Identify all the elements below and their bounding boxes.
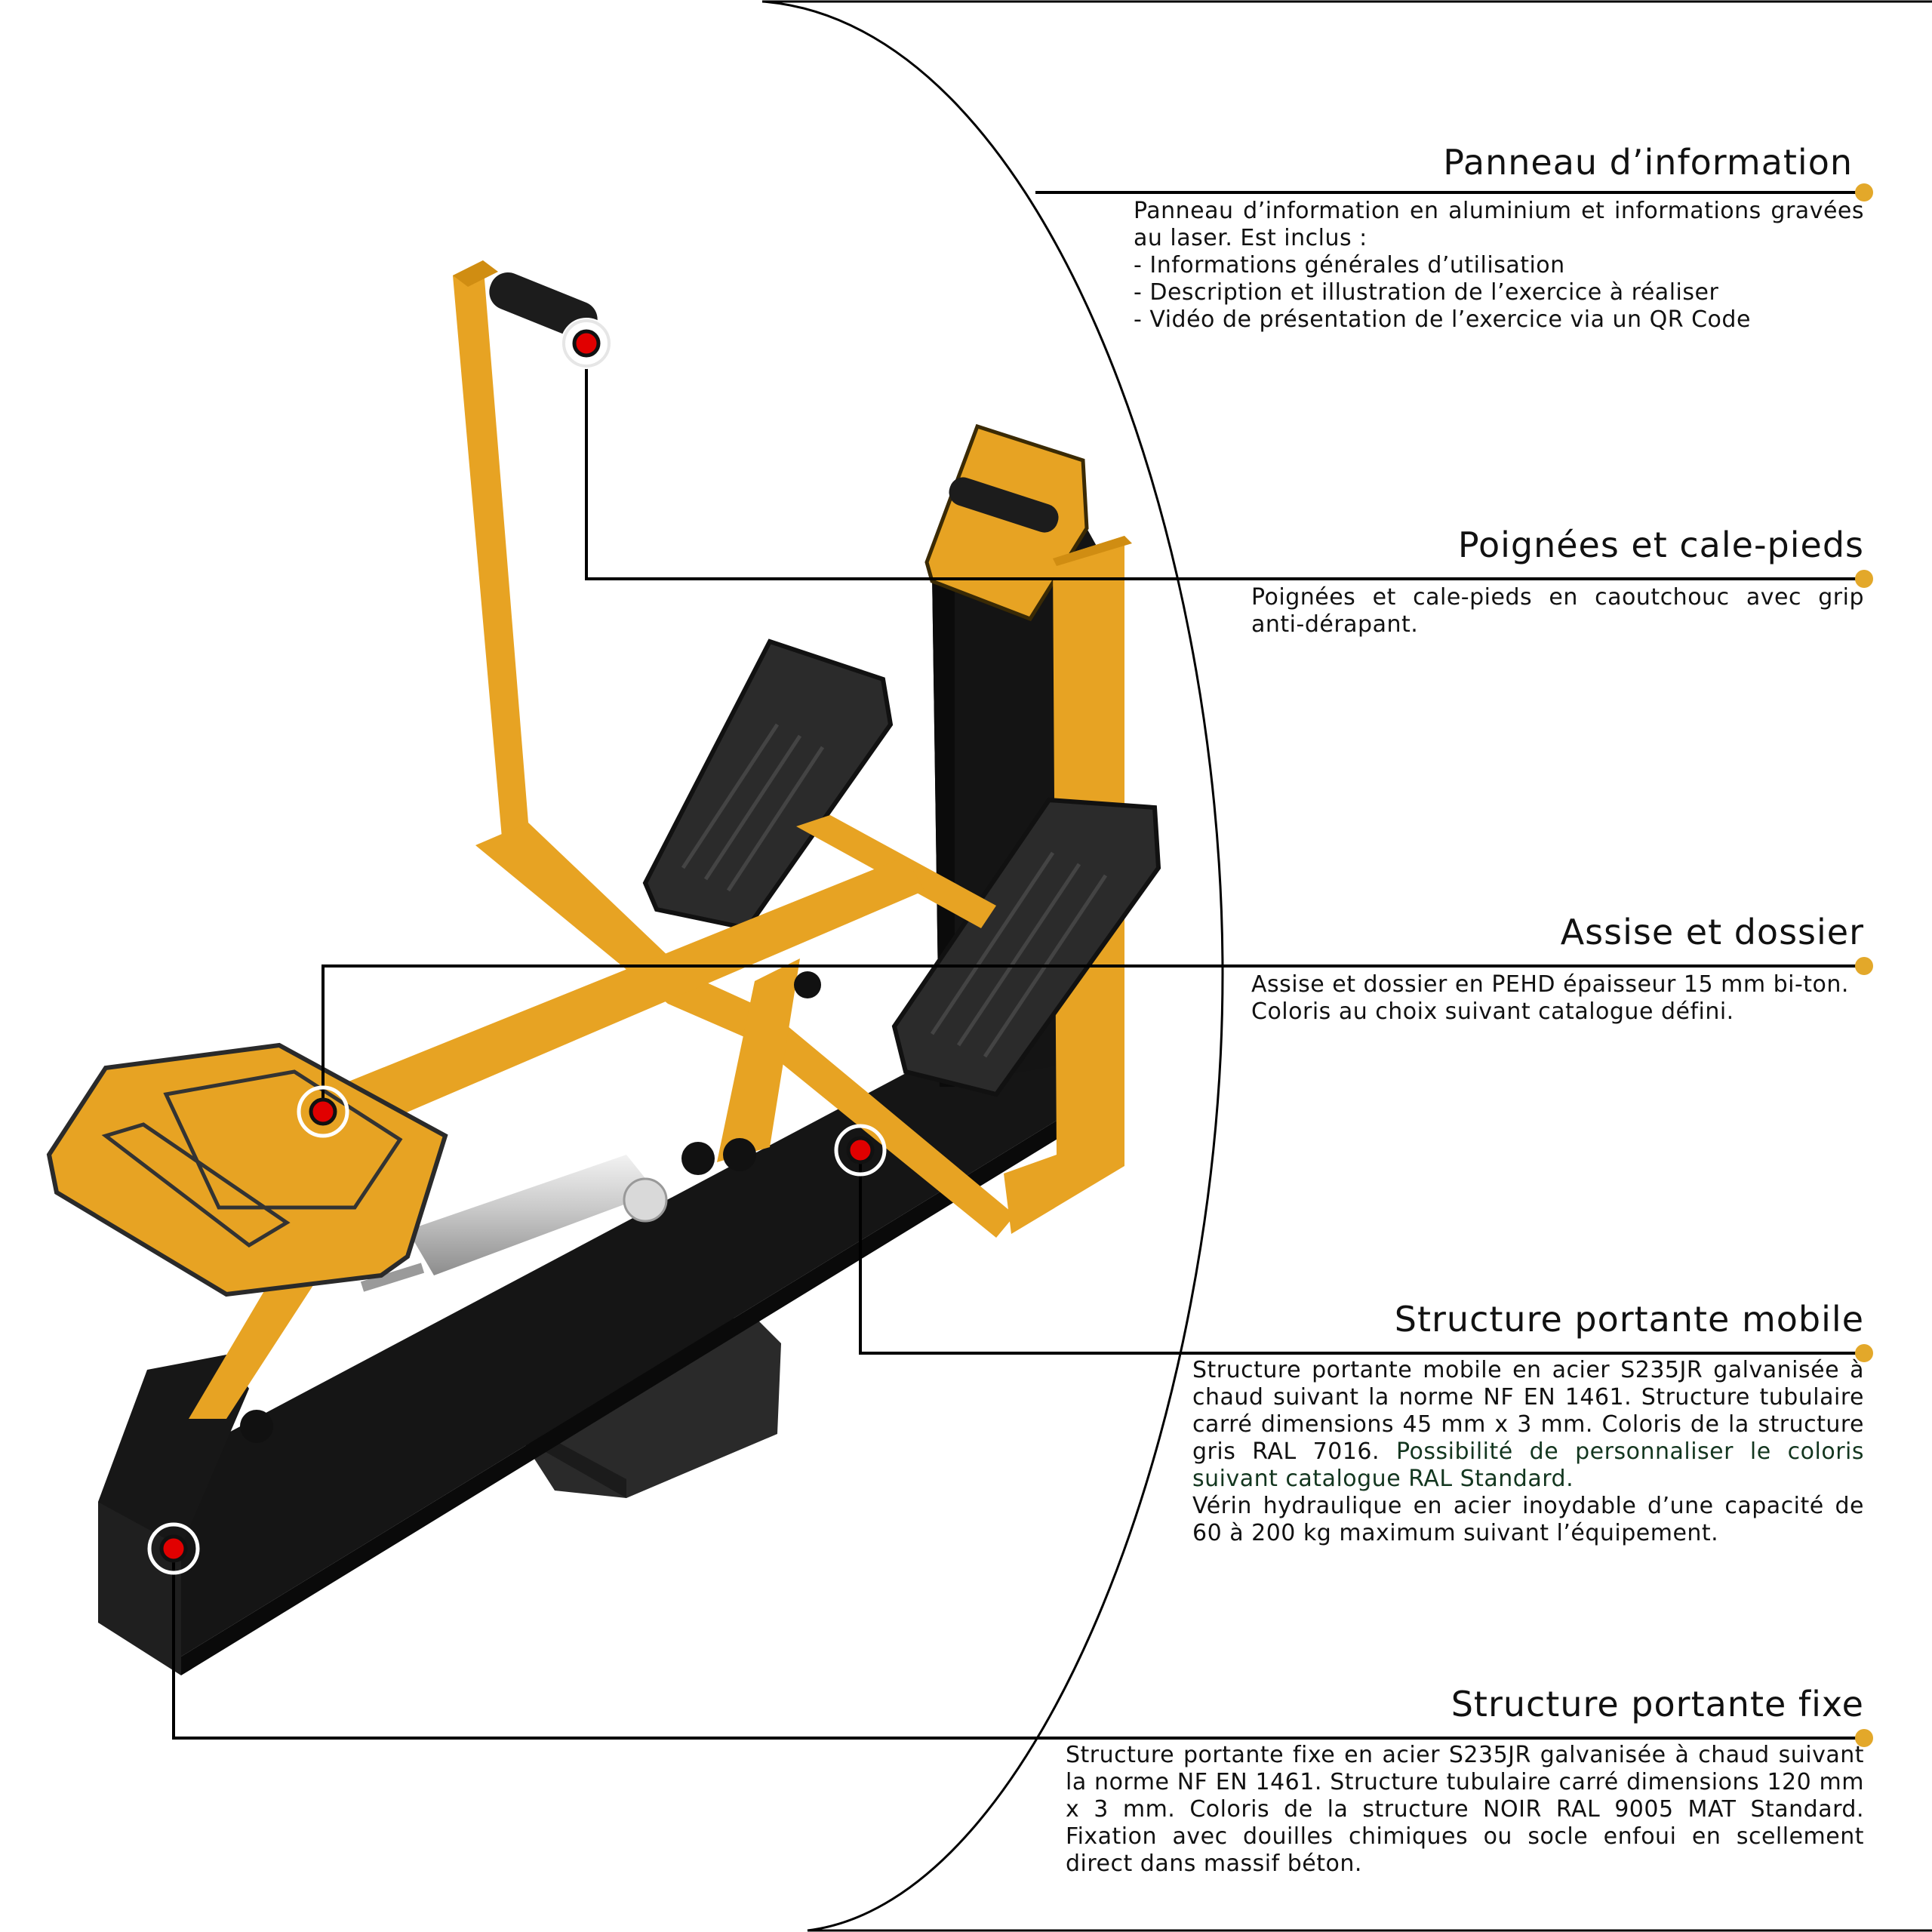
- title-seat: Assise et dossier: [1560, 912, 1864, 952]
- desc-line: Structure portante fixe en acier S235JR …: [1066, 1742, 1864, 1877]
- marker-fixed-structure: [147, 1522, 200, 1575]
- title-handles: Poignées et cale-pieds: [1457, 525, 1864, 565]
- desc-info-panel: Panneau d’information en aluminium et in…: [1134, 198, 1864, 334]
- seat-arm: [317, 857, 924, 1140]
- swing-arm: [189, 1253, 325, 1419]
- desc-line: - Informations générales d’utilisation: [1134, 252, 1565, 278]
- desc-text: Vérin hydraulique en acier inoydable d’u…: [1192, 1493, 1864, 1546]
- desc-line: - Vidéo de présentation de l’exercice vi…: [1134, 306, 1751, 333]
- callout-dot: [1855, 1729, 1873, 1747]
- title-mobile-structure: Structure portante mobile: [1394, 1299, 1864, 1340]
- callout-dot: [1855, 570, 1873, 588]
- title-info-panel: Panneau d’information: [1443, 142, 1853, 183]
- pivot-knob: [240, 1410, 273, 1443]
- marker-handle: [561, 318, 612, 369]
- handle-frame-left: [453, 260, 528, 838]
- desc-seat: Assise et dossier en PEHD épaisseur 15 m…: [1251, 971, 1864, 1026]
- desc-line: Poignées et cale-pieds en caoutchouc ave…: [1251, 584, 1864, 638]
- desc-text: Structure portante mobile en acier S235J…: [1192, 1357, 1864, 1465]
- callout-dot: [1855, 183, 1873, 202]
- desc-handles: Poignées et cale-pieds en caoutchouc ave…: [1251, 584, 1864, 638]
- desc-highlight: Possibilité de personnaliser le coloris …: [1192, 1438, 1864, 1492]
- marker-mobile-structure: [834, 1124, 887, 1177]
- fixed-beam: [98, 1045, 1106, 1657]
- callout-line-seat: [321, 964, 1864, 1112]
- marker-seat: [297, 1085, 349, 1138]
- foot-pedal-right: [891, 797, 1161, 1097]
- callout-line-mobile: [859, 1150, 1864, 1355]
- desc-line: Coloris au choix suivant catalogue défin…: [1251, 998, 1734, 1025]
- divider-arc: [761, 0, 1932, 1932]
- desc-mobile-structure: Structure portante mobile en acier S235J…: [1192, 1357, 1864, 1547]
- callout-line-handles: [585, 343, 1864, 580]
- rear-handle: [949, 477, 1059, 533]
- callout-dot: [1855, 1344, 1873, 1362]
- desc-line: Assise et dossier en PEHD épaisseur 15 m…: [1251, 971, 1849, 998]
- hydraulic-cylinder: [408, 1155, 657, 1275]
- desc-fixed-structure: Structure portante fixe en acier S235JR …: [1066, 1742, 1864, 1878]
- front-handle: [489, 272, 598, 340]
- callout-dot: [1855, 957, 1873, 975]
- callout-line-fixed: [172, 1549, 1864, 1740]
- desc-line: - Description et illustration de l’exerc…: [1134, 279, 1719, 306]
- desc-line: Panneau d’information en aluminium et in…: [1134, 198, 1864, 251]
- title-fixed-structure: Structure portante fixe: [1451, 1684, 1864, 1724]
- info-panel: [924, 423, 1089, 622]
